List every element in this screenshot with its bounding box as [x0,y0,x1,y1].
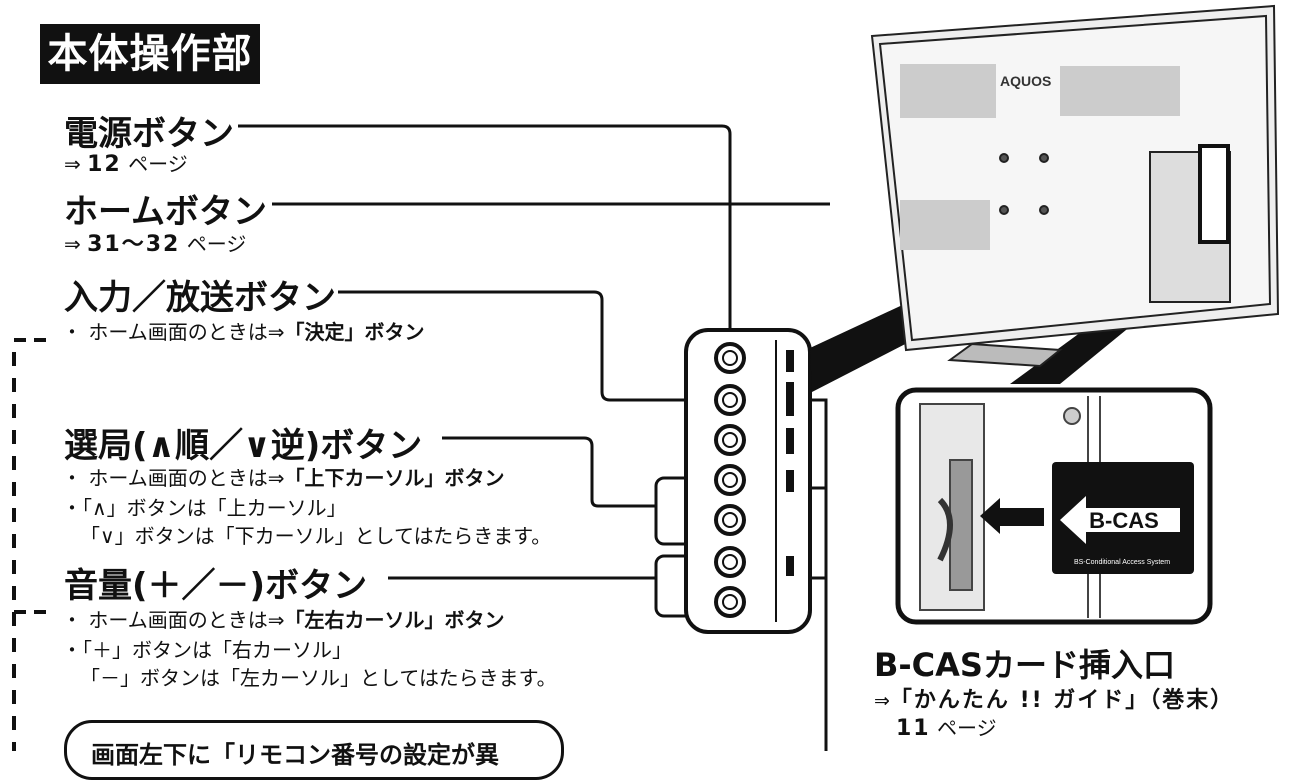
input-note: ・ ホーム画面のときは⇒「決定」ボタン [62,316,425,345]
ref-bold: 「かんたん !! ガイド」（巻末） [889,688,1235,713]
tv-back [870,4,1280,368]
channel-button-title: 選局(∧順／∨逆)ボタン [64,426,423,466]
volume-note-3: 「－」ボタンは「左カーソル」としてはたらきます。 [80,666,557,690]
input-button-title: 入力／放送ボタン [64,278,336,318]
channel-note-2: ・「∧」ボタンは「上カーソル」 [62,496,347,520]
ref-page-number: 31～32 [87,232,181,257]
power-page-ref: ⇒ 12 ページ [64,148,188,177]
bcas-guide-ref: ⇒「かんたん !! ガイド」（巻末） [874,682,1234,714]
volume-note-2: ・「＋」ボタンは「右カーソル」 [62,638,352,662]
tv-brand-logo: AQUOS [1000,73,1051,89]
ref-page-number: 12 [87,152,122,177]
ref-suffix: ページ [128,152,188,176]
ref-page-number: 11 [896,716,931,741]
insert-arrow-icon [980,498,1044,534]
ref-arrow: ⇒ [64,232,81,256]
section-header: 本体操作部 [40,24,260,84]
volume-button-title: 音量(＋／－)ボタン [64,566,368,606]
bcas-page-ref: 11 ページ [896,712,997,741]
ref-arrow: ⇒ [64,152,81,176]
bcas-card-small: BS-Conditional Access System [1074,559,1170,566]
note-text: ・ ホーム画面のときは⇒ [62,608,285,632]
ref-arrow: ⇒ [874,690,890,712]
bcas-card-label: B-CAS [1089,508,1159,533]
note-text: ・ ホーム画面のときは⇒ [62,320,285,344]
note-bold: 「左右カーソル」ボタン [284,608,505,632]
volume-note-1: ・ ホーム画面のときは⇒「左右カーソル」ボタン [62,604,505,633]
leader-lines [238,124,830,751]
note-bold: 「上下カーソル」ボタン [284,466,505,490]
channel-note-1: ・ ホーム画面のときは⇒「上下カーソル」ボタン [62,462,505,491]
home-page-ref: ⇒ 31～32 ページ [64,226,246,258]
channel-note-3: 「∨」ボタンは「下カーソル」としてはたらきます。 [80,524,552,548]
home-button-title: ホームボタン [64,192,267,232]
note-bold: 「決定」ボタン [284,320,425,344]
diagram-graphics: AQUOS B-CAS BS-Conditional Access System [12,4,1280,751]
ref-suffix: ページ [186,232,247,256]
power-button-title: 電源ボタン [64,114,234,154]
bcas-slot-title: B-CASカード挿入口 [874,646,1175,684]
ref-suffix: ページ [936,716,997,740]
note-text: ・ ホーム画面のときは⇒ [62,466,285,490]
